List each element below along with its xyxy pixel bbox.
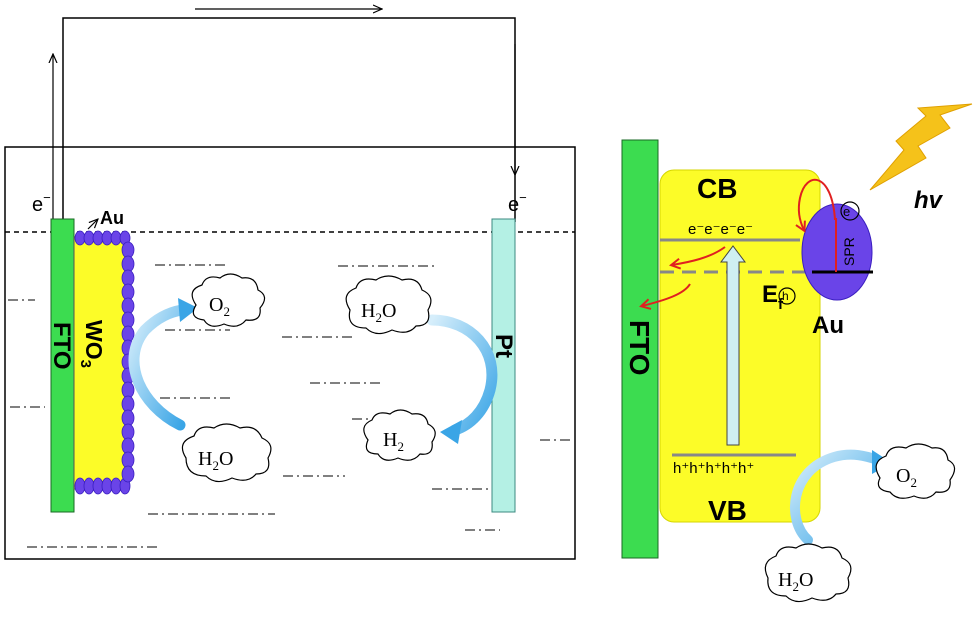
fermi-level-label: Ef (762, 281, 784, 313)
h2o-cloud-band: H2O (764, 543, 852, 603)
svg-text:H2: H2 (383, 429, 404, 454)
pec-cell: FTO WO3 Au e− e− Pt O2 H2O H2O (4, 9, 576, 560)
band-diagram: FTO CB VB e⁻e⁻e⁻e⁻ Ef h⁺h⁺h⁺h⁺h⁺ SPR e h… (621, 103, 973, 603)
wo3-layer (73, 236, 129, 490)
o2-cloud-right: O2 (875, 443, 956, 499)
svg-text:O2: O2 (896, 465, 917, 490)
au-pointer-arrow (87, 219, 98, 230)
au-nanoparticle (92, 477, 104, 495)
au-nanoparticle (110, 230, 122, 246)
wo3-label: WO3 (77, 320, 107, 368)
spr-label: SPR (841, 237, 857, 266)
fto-label-right: FTO (624, 320, 655, 375)
electron-label-anode: e− (32, 190, 51, 216)
vb-label: VB (708, 495, 747, 526)
au-nanoparticle (74, 477, 86, 495)
svg-text:H2O: H2O (778, 569, 813, 594)
hole-circle: h (778, 287, 796, 305)
svg-text:O2: O2 (209, 294, 230, 319)
svg-text:H2O: H2O (361, 300, 396, 325)
au-nanoparticle (121, 465, 135, 483)
hv-label: hv (914, 187, 944, 214)
electron-circle: e (840, 201, 860, 221)
cb-label: CB (697, 173, 737, 204)
water-oxidation-arrow (790, 449, 883, 545)
svg-text:h: h (782, 289, 789, 303)
h2o-cloud-left: H2O (181, 423, 272, 483)
au-nanoparticle (101, 230, 113, 246)
au-nanoparticle (110, 477, 122, 495)
electron-to-fto-arrow (642, 283, 691, 306)
o2-cloud-left: O2 (191, 273, 266, 327)
au-nanoparticle (92, 230, 104, 246)
fto-label-left: FTO (48, 322, 75, 370)
h2-cloud: H2 (363, 409, 436, 461)
reduction-arrow-cathode (426, 314, 498, 436)
excitation-arrow (720, 245, 746, 446)
au-label-right: Au (812, 312, 844, 339)
hot-electron-transfer-arrow (799, 178, 836, 230)
external-wire (62, 17, 516, 222)
au-nanoparticle (83, 477, 95, 495)
pt-label: Pt (490, 334, 517, 358)
lightning-icon (869, 103, 973, 191)
cb-electrons: e⁻e⁻e⁻e⁻ (688, 221, 753, 238)
au-nanoparticle (74, 230, 86, 246)
electrolyte-container (4, 146, 576, 560)
fto-electrode-right (621, 139, 659, 559)
au-label-left: Au (100, 208, 124, 228)
svg-text:H2O: H2O (198, 448, 233, 473)
svg-text:e: e (843, 204, 850, 219)
electrolyte-lines (8, 264, 570, 548)
electron-to-fermi-arrow (672, 246, 726, 265)
h2o-cloud-right: H2O (345, 275, 432, 335)
au-nanoparticle (83, 230, 95, 246)
au-nanoparticles (74, 230, 135, 495)
oxidation-arrow-anode (128, 304, 188, 431)
electron-label-cathode: e− (508, 190, 527, 216)
au-nanoparticle (101, 477, 113, 495)
vb-holes: h⁺h⁺h⁺h⁺h⁺ (673, 460, 754, 477)
